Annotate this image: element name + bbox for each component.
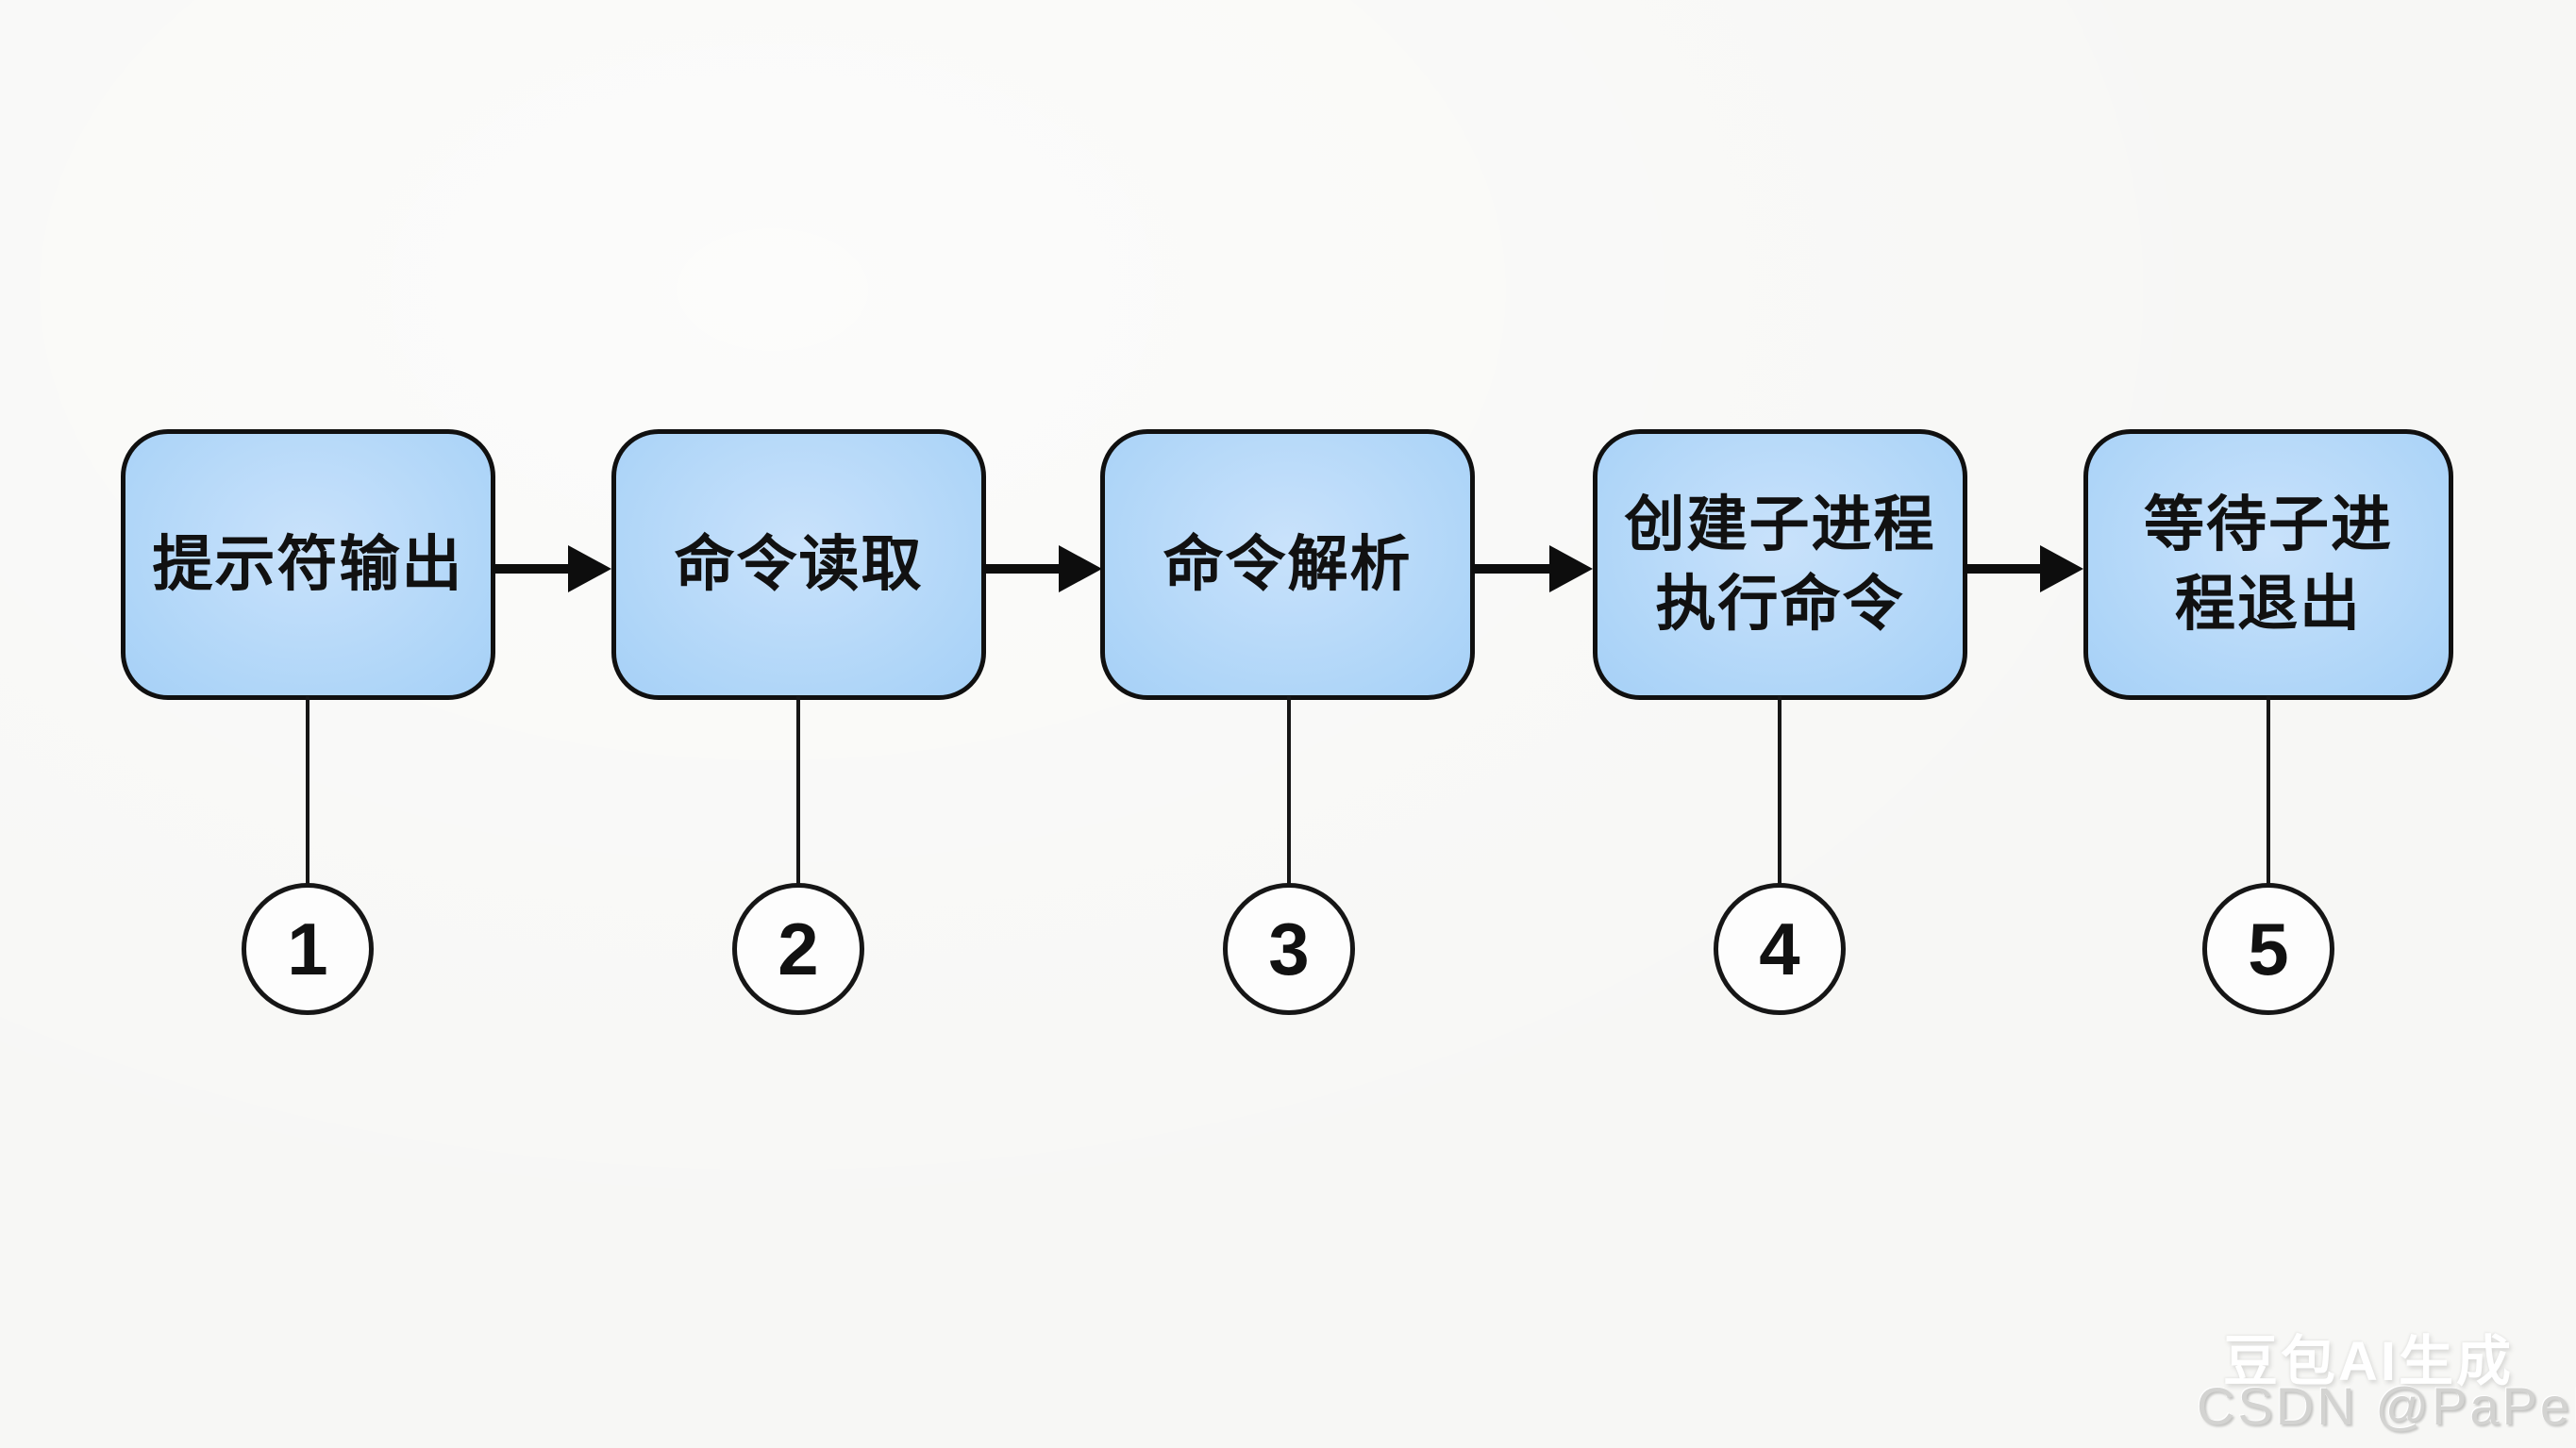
ai-generator-watermark: 豆包AI生成 xyxy=(2222,1331,2514,1392)
arrow-head-icon xyxy=(568,545,611,592)
arrow-shaft-2-3 xyxy=(983,564,1061,574)
step-number: 1 xyxy=(287,907,328,990)
flow-node-label: 创建子进程 执行命令 xyxy=(1624,491,1936,638)
flow-node-command-parse: 命令解析 xyxy=(1100,429,1475,700)
connector-line-2 xyxy=(796,696,800,885)
flow-node-command-read: 命令读取 xyxy=(611,429,986,700)
step-number: 3 xyxy=(1268,907,1310,990)
step-number-circle-2: 2 xyxy=(732,883,864,1015)
step-number: 2 xyxy=(778,907,819,990)
flow-node-label: 命令读取 xyxy=(674,529,924,598)
flow-node-prompt-output: 提示符输出 xyxy=(121,429,495,700)
arrow-shaft-3-4 xyxy=(1472,564,1553,574)
step-number-circle-5: 5 xyxy=(2202,883,2334,1015)
arrow-head-icon xyxy=(1549,545,1593,592)
connector-line-5 xyxy=(2267,696,2270,885)
connector-line-3 xyxy=(1287,696,1291,885)
arrow-shaft-4-5 xyxy=(1965,564,2044,574)
step-number-circle-1: 1 xyxy=(242,883,374,1015)
arrow-shaft-1-2 xyxy=(493,564,572,574)
flow-node-label: 等待子进 程退出 xyxy=(2144,491,2393,638)
connector-line-1 xyxy=(306,696,309,885)
flow-node-wait-exit: 等待子进 程退出 xyxy=(2083,429,2453,700)
flow-node-label: 提示符输出 xyxy=(152,529,464,598)
arrow-head-icon xyxy=(1059,545,1102,592)
step-number-circle-4: 4 xyxy=(1714,883,1846,1015)
step-number: 4 xyxy=(1759,907,1800,990)
flow-node-fork-exec: 创建子进程 执行命令 xyxy=(1593,429,1967,700)
connector-line-4 xyxy=(1778,696,1781,885)
csdn-attribution-watermark: CSDN @PaPeR .. xyxy=(2197,1376,2576,1436)
arrow-head-icon xyxy=(2040,545,2083,592)
step-number: 5 xyxy=(2248,907,2289,990)
flow-node-label: 命令解析 xyxy=(1163,529,1413,598)
step-number-circle-3: 3 xyxy=(1223,883,1355,1015)
